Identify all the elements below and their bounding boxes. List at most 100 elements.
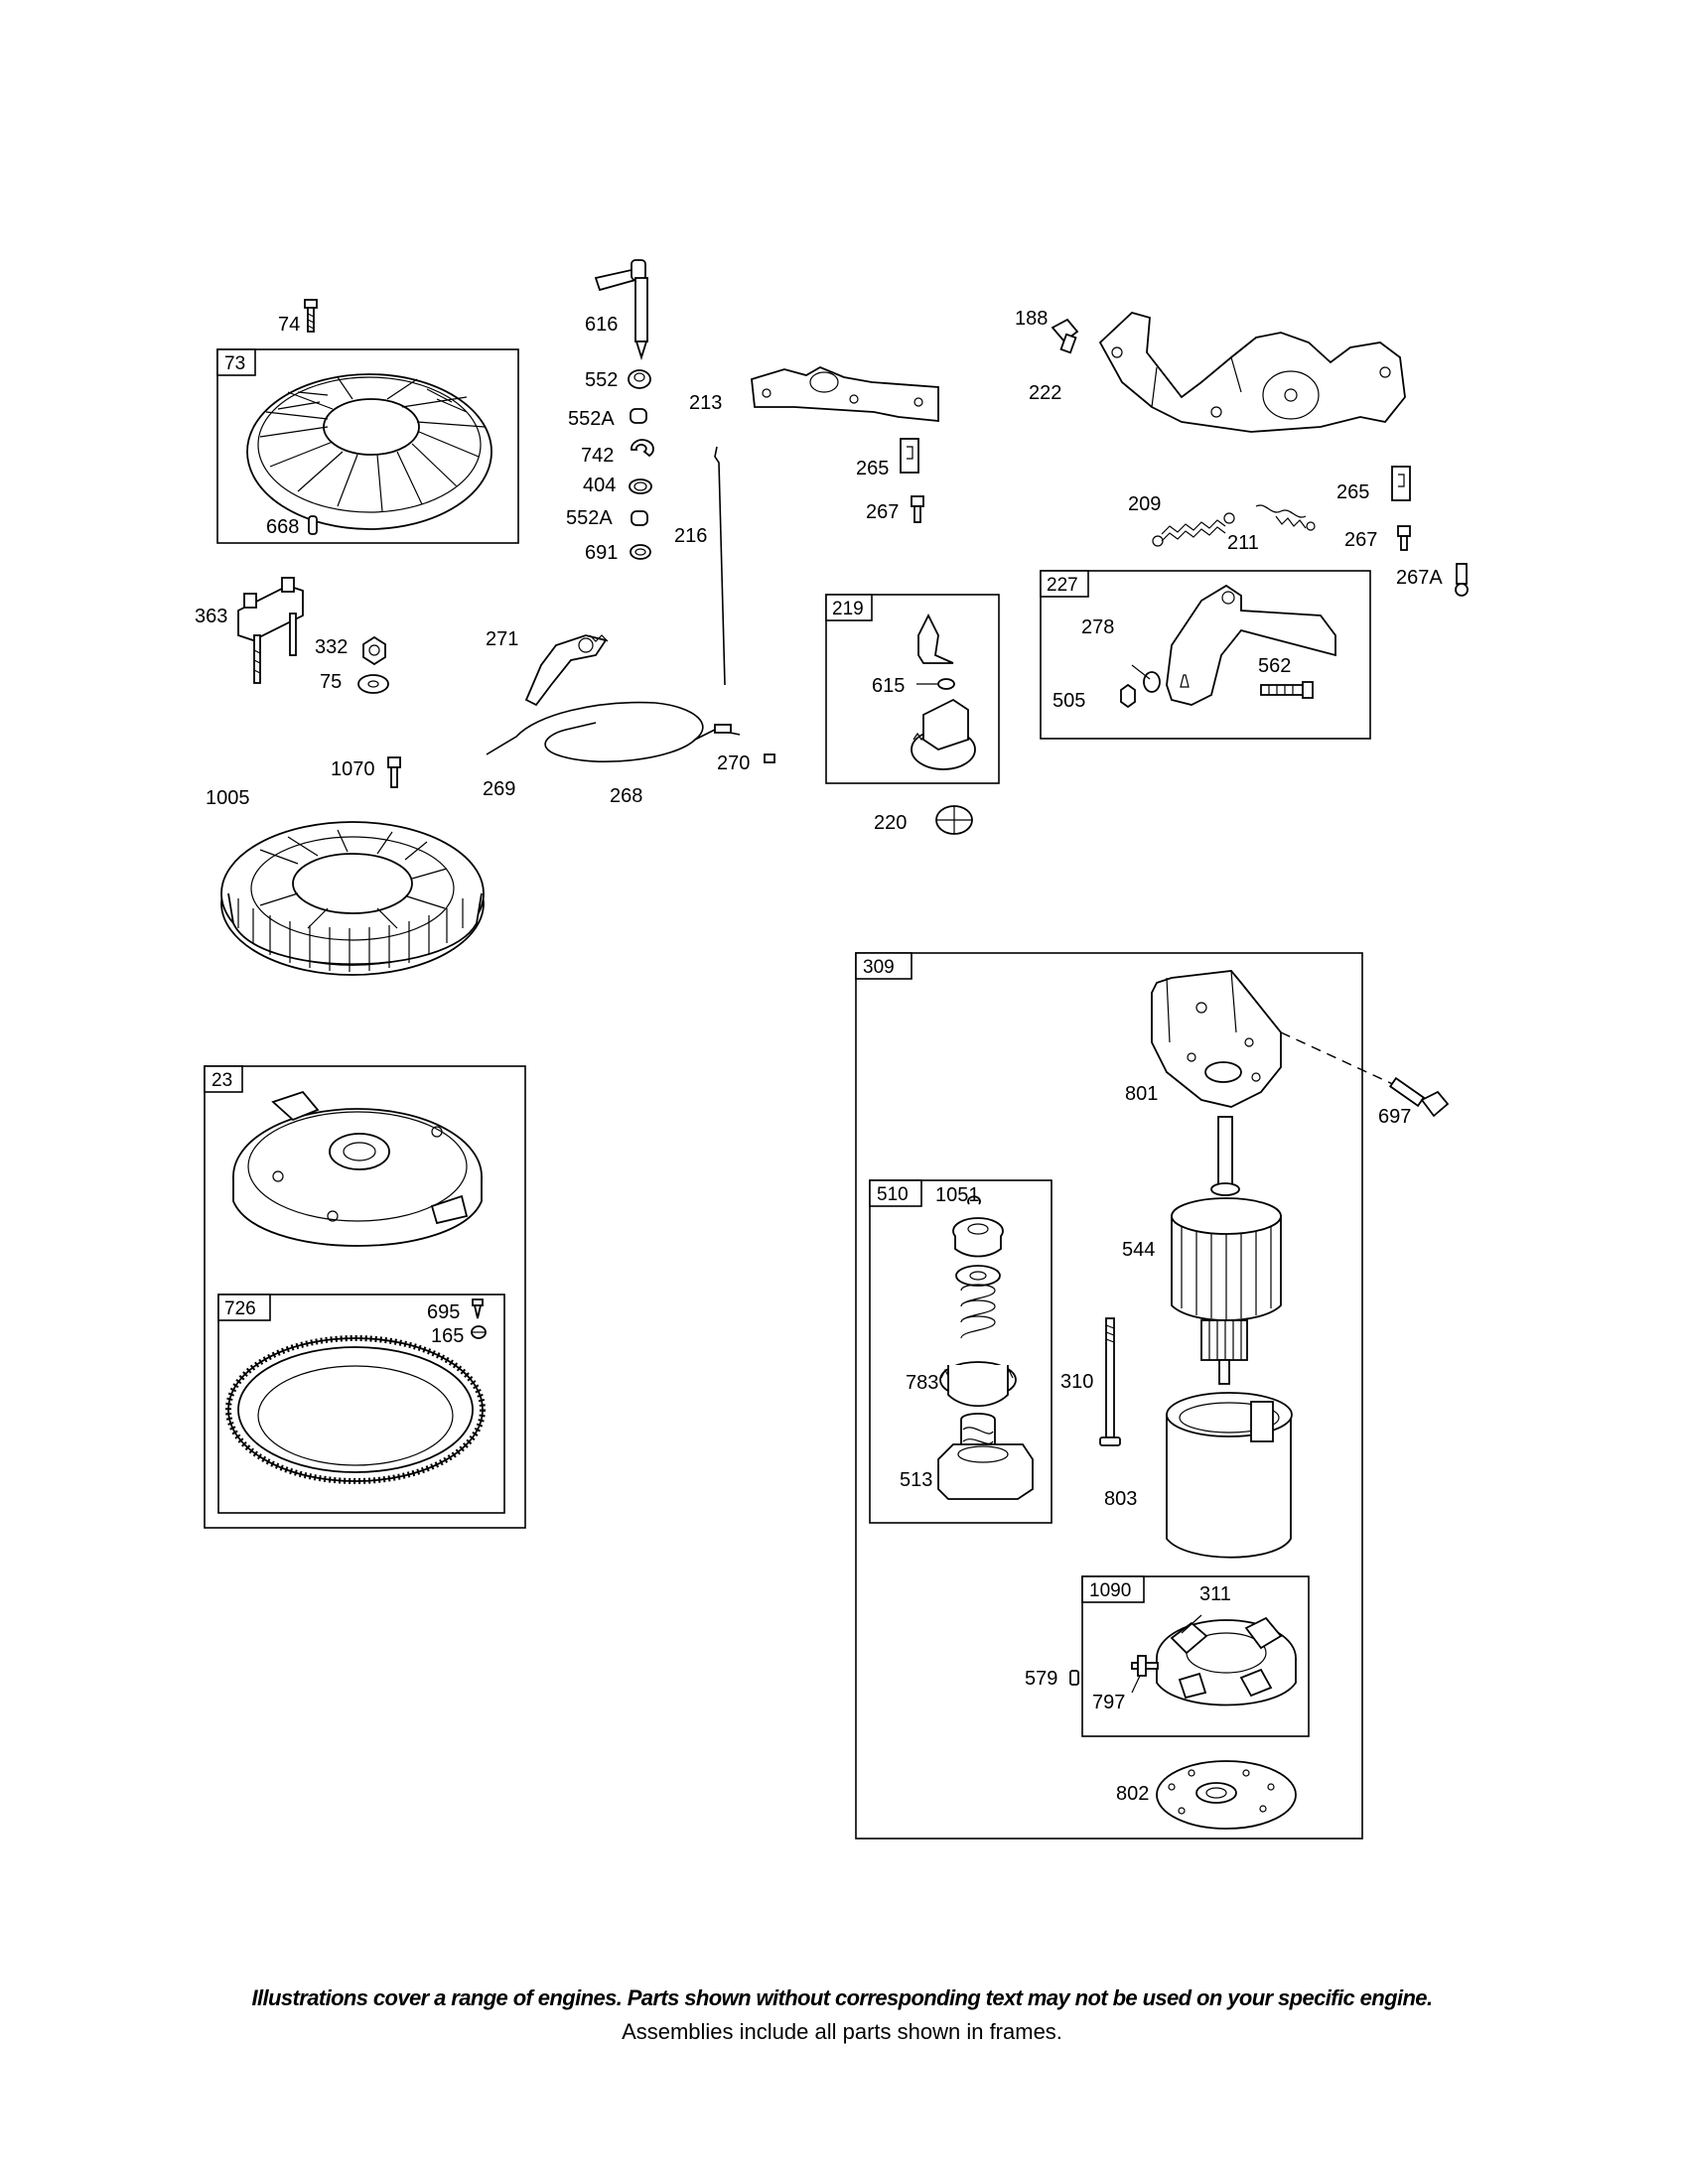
label-783: 783 xyxy=(906,1372,938,1394)
ring-615-drawing xyxy=(937,678,955,690)
spool-219-drawing xyxy=(917,613,954,664)
spring-209-drawing xyxy=(1152,512,1235,547)
label-544: 544 xyxy=(1122,1239,1155,1261)
label-165: 165 xyxy=(431,1325,464,1347)
label-668: 668 xyxy=(266,516,299,538)
frame-label-1090: 1090 xyxy=(1089,1580,1131,1601)
label-211: 211 xyxy=(1227,532,1259,554)
screw-695-drawing xyxy=(472,1298,484,1319)
label-742: 742 xyxy=(581,445,614,467)
bolt-697-drawing xyxy=(1388,1076,1450,1118)
nut-332-drawing xyxy=(362,635,386,666)
label-801: 801 xyxy=(1125,1083,1158,1105)
frame-227: 227 xyxy=(1040,570,1371,740)
footer-assemblies-note: Assemblies include all parts shown in fr… xyxy=(622,2019,1062,2044)
label-615: 615 xyxy=(872,675,905,697)
bracket-801-drawing xyxy=(1151,970,1282,1108)
label-188: 188 xyxy=(1015,308,1048,330)
frame-1090: 1090 xyxy=(1081,1575,1310,1737)
label-209: 209 xyxy=(1128,493,1161,515)
label-222: 222 xyxy=(1029,382,1061,404)
frame-label-510: 510 xyxy=(877,1184,909,1205)
frame-label-726: 726 xyxy=(224,1298,256,1319)
spring-211-drawing xyxy=(1255,504,1316,531)
label-268: 268 xyxy=(610,785,642,807)
label-691: 691 xyxy=(585,542,618,564)
screw-562-drawing xyxy=(1260,681,1314,699)
label-271: 271 xyxy=(486,628,518,650)
plate-802-drawing xyxy=(1156,1760,1297,1830)
label-513: 513 xyxy=(900,1469,932,1491)
bracket-222-drawing xyxy=(1098,311,1406,433)
armature-544-drawing xyxy=(1171,1116,1282,1385)
label-1070: 1070 xyxy=(331,758,375,780)
nut-505-drawing xyxy=(1120,683,1136,709)
label-697: 697 xyxy=(1378,1106,1411,1128)
link-216-drawing xyxy=(714,446,726,686)
terminal-797-drawing xyxy=(1131,1655,1159,1677)
frame-219: 219 xyxy=(825,594,1000,784)
washer-75-drawing xyxy=(357,674,389,694)
label-270: 270 xyxy=(717,752,750,774)
lever-271-drawing xyxy=(524,634,609,707)
screw-1070-drawing xyxy=(387,756,401,788)
nut-579-drawing xyxy=(1069,1670,1079,1686)
screw-267A-drawing xyxy=(1455,563,1469,597)
washer-278-drawing xyxy=(1143,671,1161,693)
drive-kit-510-drawing xyxy=(937,1195,1034,1500)
label-278: 278 xyxy=(1081,616,1114,638)
screw-267-right-drawing xyxy=(1397,525,1411,551)
label-363: 363 xyxy=(195,606,227,627)
clip-265-left-drawing xyxy=(900,438,919,474)
frame-73: 73 xyxy=(216,348,519,544)
label-552A-upper: 552A xyxy=(568,408,615,430)
screen-73-drawing xyxy=(246,373,492,530)
label-616: 616 xyxy=(585,314,618,336)
washer-stack-drawing xyxy=(628,369,654,560)
label-220: 220 xyxy=(874,812,907,834)
shaft-616-drawing xyxy=(594,259,648,361)
label-695: 695 xyxy=(427,1301,460,1323)
label-74: 74 xyxy=(278,314,300,336)
label-562: 562 xyxy=(1258,655,1291,677)
brush-holder-1090-drawing xyxy=(1156,1616,1297,1706)
gear-219-drawing xyxy=(911,698,976,770)
frame-label-23: 23 xyxy=(211,1070,232,1091)
fan-1005-drawing xyxy=(220,821,485,976)
housing-803-drawing xyxy=(1166,1392,1293,1559)
label-579: 579 xyxy=(1025,1668,1057,1690)
frame-23: 23 xyxy=(204,1065,526,1529)
label-267-left: 267 xyxy=(866,501,899,523)
screw-267-left-drawing xyxy=(911,495,924,523)
bracket-363-drawing xyxy=(237,577,304,684)
bolt-310-drawing xyxy=(1099,1317,1121,1446)
leader-797 xyxy=(1131,1675,1141,1694)
label-332: 332 xyxy=(315,636,348,658)
label-267A: 267A xyxy=(1396,567,1443,589)
clip-265-right-drawing xyxy=(1391,466,1411,501)
cable-268-drawing xyxy=(486,701,741,762)
footer: Illustrations cover a range of engines. … xyxy=(0,1985,1684,2045)
frame-label-219: 219 xyxy=(832,599,864,619)
ring-gear-726-drawing xyxy=(225,1335,486,1484)
part-labels: 74 668 616 552 552A 742 404 552A 691 213… xyxy=(195,308,1443,1805)
label-505: 505 xyxy=(1052,690,1085,712)
pin-668-drawing xyxy=(308,515,318,535)
nut-165-drawing xyxy=(471,1325,487,1339)
frame-label-73: 73 xyxy=(224,353,245,374)
frame-726: 726 xyxy=(217,1294,505,1514)
clip-270-drawing xyxy=(764,753,775,763)
washer-220-drawing xyxy=(935,805,973,835)
label-311: 311 xyxy=(1199,1583,1231,1605)
leader-278 xyxy=(1131,664,1151,680)
leader-311 xyxy=(1181,1614,1202,1634)
label-404: 404 xyxy=(583,475,616,496)
label-552A-lower: 552A xyxy=(566,507,613,529)
frame-label-227: 227 xyxy=(1047,575,1078,596)
label-1005: 1005 xyxy=(206,787,250,809)
label-216: 216 xyxy=(674,525,707,547)
label-269: 269 xyxy=(483,778,515,800)
label-75: 75 xyxy=(320,671,342,693)
frame-309: 309 xyxy=(855,952,1363,1840)
